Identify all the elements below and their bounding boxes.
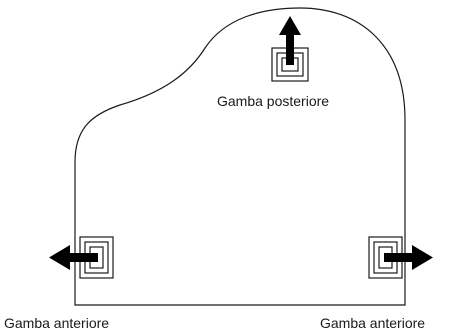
arrow-up-icon [279,16,301,65]
arrow-left-icon [49,245,98,270]
arrow-right-icon [384,245,433,270]
front-leg-left-label: Gamba anteriore [4,315,110,331]
rear-leg-label: Gamba posteriore [217,93,330,109]
piano-body-outline [74,7,406,306]
front-leg-right-label: Gamba anteriore [320,315,426,331]
